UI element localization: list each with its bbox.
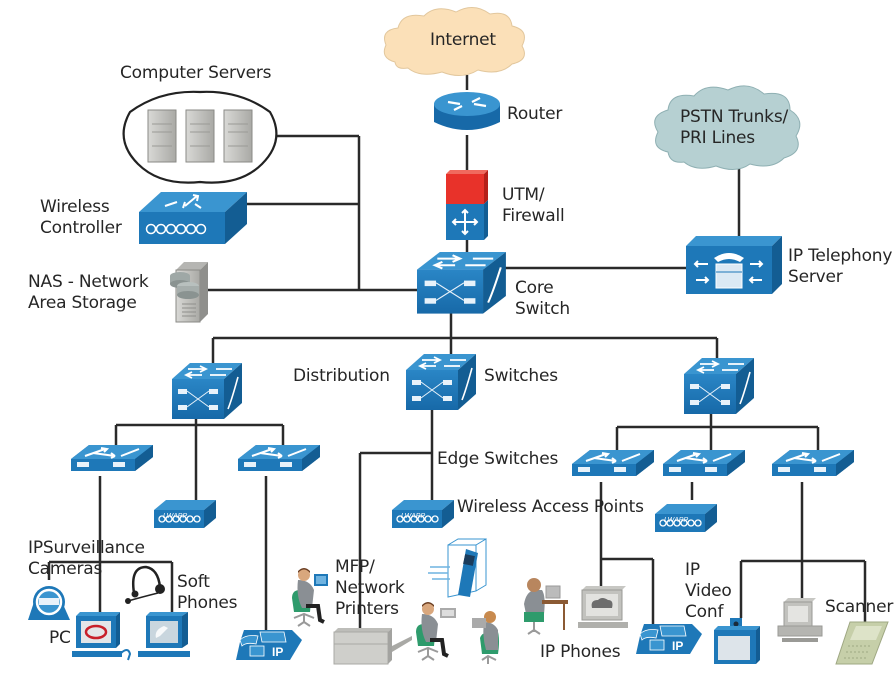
ip-surveillance-label: IPSurveillance Cameras	[28, 538, 145, 580]
ip-phone-display-icon	[578, 586, 628, 628]
mfp-label-line: Printers	[335, 599, 399, 619]
person-with-laptop-icon	[290, 566, 328, 628]
soft-phones-label: Soft Phones	[177, 572, 238, 614]
scanner-icon	[835, 621, 889, 665]
edge-switch-icon	[237, 444, 321, 472]
core-switch-icon	[415, 250, 508, 315]
core-switch-label-line: Switch	[515, 299, 571, 319]
edge-switch-icon	[70, 444, 154, 472]
ip-phone-badge: IP	[672, 639, 683, 653]
person-at-desk-icon	[524, 578, 568, 635]
ip-video-conf-label-line: IP	[685, 560, 700, 580]
pc-label: PC	[49, 628, 71, 648]
distribution-switch-icon	[405, 353, 477, 411]
wireless-controller-label: Wireless Controller	[40, 197, 122, 239]
soft-phones-label-line: Phones	[177, 593, 238, 613]
pstn-label-line: PRI Lines	[680, 128, 755, 148]
ap-badge: LWAPP	[163, 513, 187, 520]
firewall-icon	[446, 170, 488, 240]
nas-label-line: NAS - Network	[28, 272, 149, 292]
computer-servers-label: Computer Servers	[120, 63, 272, 83]
person-with-laptop-icon	[472, 611, 499, 664]
computer-servers-group	[122, 90, 278, 184]
ip-telephony-server-label-line: Server	[788, 267, 843, 287]
ip-phone-icon: IP	[236, 630, 302, 660]
pstn-label-line: PSTN Trunks/	[680, 107, 789, 127]
mfp-label-line: Network	[335, 578, 405, 598]
edge-switch-icon	[771, 449, 855, 477]
ip-surveillance-label-line: Cameras	[28, 559, 103, 579]
camera-icon	[28, 586, 70, 620]
soft-phones-label-line: Soft	[177, 572, 210, 592]
firewall-label: UTM/ Firewall	[502, 185, 565, 227]
nas-label-line: Area Storage	[28, 293, 137, 313]
pstn-label: PSTN Trunks/ PRI Lines	[680, 107, 788, 149]
printer-icon	[333, 628, 412, 665]
core-switch-label: Core Switch	[515, 278, 570, 320]
ip-phone-badge: IP	[272, 645, 283, 659]
server-tower-icon	[147, 109, 253, 163]
internet-label: Internet	[430, 30, 496, 50]
ip-phone-icon: IP	[636, 624, 702, 654]
switches-label: Switches	[484, 366, 558, 386]
scanner-label: Scanner	[825, 597, 894, 617]
mobile-phone-icon	[428, 538, 487, 598]
mfp-label-line: MFP/	[335, 557, 375, 577]
edge-switches-label: Edge Switches	[437, 449, 559, 469]
nas-label: NAS - Network Area Storage	[28, 272, 149, 314]
router-label: Router	[507, 104, 563, 124]
video-conference-icon	[714, 618, 760, 664]
distribution-switch-icon	[171, 362, 243, 420]
connection-lines	[47, 75, 867, 632]
core-switch-label-line: Core	[515, 278, 554, 298]
ip-video-conf-label: IP Video Conf	[685, 560, 732, 623]
ip-telephony-server-label-line: IP Telephony	[788, 246, 893, 266]
soft-phone-pc-icon	[138, 612, 190, 657]
firewall-label-line: UTM/	[502, 185, 545, 205]
ip-phones-label: IP Phones	[540, 642, 621, 662]
ip-telephony-server-icon	[686, 236, 782, 294]
firewall-label-line: Firewall	[502, 206, 565, 226]
ip-surveillance-label-line: IPSurveillance	[28, 538, 145, 558]
pc-icon	[72, 612, 132, 661]
pstn-cloud-icon	[654, 85, 801, 170]
person-with-laptop-icon	[414, 600, 456, 662]
edge-switch-icon	[571, 449, 655, 477]
headset-icon	[125, 565, 165, 604]
edge-switch-icon	[662, 449, 746, 477]
ip-video-conf-label-line: Conf	[685, 602, 724, 622]
desktop-pc-icon	[777, 598, 823, 642]
wireless-controller-label-line: Wireless	[40, 197, 110, 217]
internet-cloud-icon	[383, 7, 525, 76]
nas-storage-icon	[170, 262, 208, 323]
distribution-switch-icon	[683, 357, 755, 415]
ap-badge: LWAPP	[401, 513, 425, 520]
ip-video-conf-label-line: Video	[685, 581, 732, 601]
wireless-access-points-label: Wireless Access Points	[457, 497, 644, 517]
ip-telephony-server-label: IP Telephony Server	[788, 246, 892, 288]
distribution-label: Distribution	[293, 366, 390, 386]
router-icon	[434, 92, 500, 130]
ap-badge: LWAPP	[664, 517, 688, 524]
mfp-label: MFP/ Network Printers	[335, 557, 405, 620]
wireless-controller-label-line: Controller	[40, 218, 122, 238]
wireless-controller-icon	[139, 192, 247, 244]
